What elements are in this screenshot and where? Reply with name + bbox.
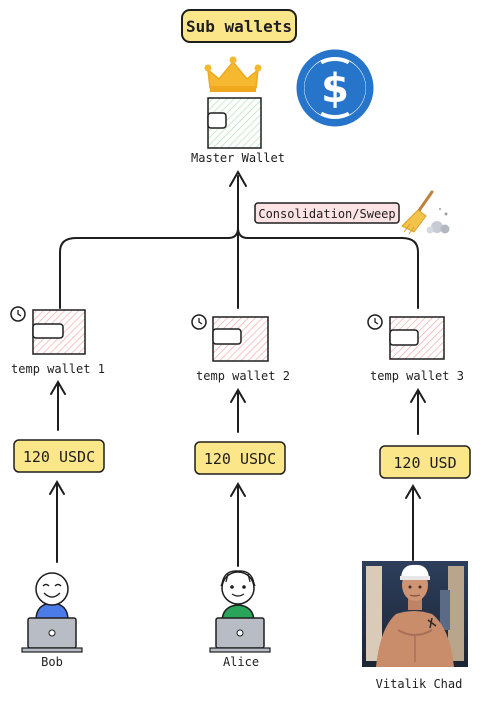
amount-note-2: 120 USDC [195, 442, 285, 474]
usdc-logo-icon: $ [297, 50, 373, 126]
sweep-connectors [60, 172, 418, 308]
clock-icon [368, 315, 382, 329]
amount-note-1: 120 USDC [14, 440, 104, 472]
consolidation-label: Consolidation/Sweep [258, 207, 395, 221]
user-name: Bob [41, 655, 63, 669]
amount-label: 120 USDC [23, 448, 95, 466]
user-vitalik-chad: Vitalik Chad [362, 561, 468, 691]
user-bob: Bob [22, 573, 82, 669]
amount-label: 120 USD [393, 454, 456, 472]
temp-wallet-label: temp wallet 3 [370, 369, 464, 383]
user-alice: Alice [210, 571, 270, 669]
title-note: Sub wallets [182, 10, 296, 42]
broom-icon [402, 192, 450, 234]
amount-note-3: 120 USD [380, 446, 470, 478]
user-name: Vitalik Chad [376, 677, 463, 691]
user-name: Alice [223, 655, 259, 669]
svg-text:$: $ [321, 66, 349, 112]
master-wallet-label: Master Wallet [191, 151, 285, 165]
user-photo [362, 561, 468, 667]
page-title: Sub wallets [186, 17, 292, 36]
consolidation-badge: Consolidation/Sweep [255, 203, 399, 223]
temp-wallet-3: temp wallet 3 [368, 315, 464, 383]
temp-wallet-2: temp wallet 2 [192, 315, 290, 383]
person-icon [36, 573, 68, 620]
crown-icon [205, 57, 262, 93]
clock-icon [192, 315, 206, 329]
temp-wallet-label: temp wallet 2 [196, 369, 290, 383]
amount-label: 120 USDC [204, 450, 276, 468]
temp-wallet-label: temp wallet 1 [11, 362, 105, 376]
deposit-arrows-lower [50, 482, 420, 566]
clock-icon [11, 307, 25, 321]
master-wallet: Master Wallet [191, 98, 285, 165]
temp-wallet-1: temp wallet 1 [11, 307, 105, 376]
laptop-icon [210, 618, 270, 652]
person-icon [221, 571, 255, 622]
laptop-icon [22, 618, 82, 652]
deposit-arrows-upper [51, 382, 425, 434]
